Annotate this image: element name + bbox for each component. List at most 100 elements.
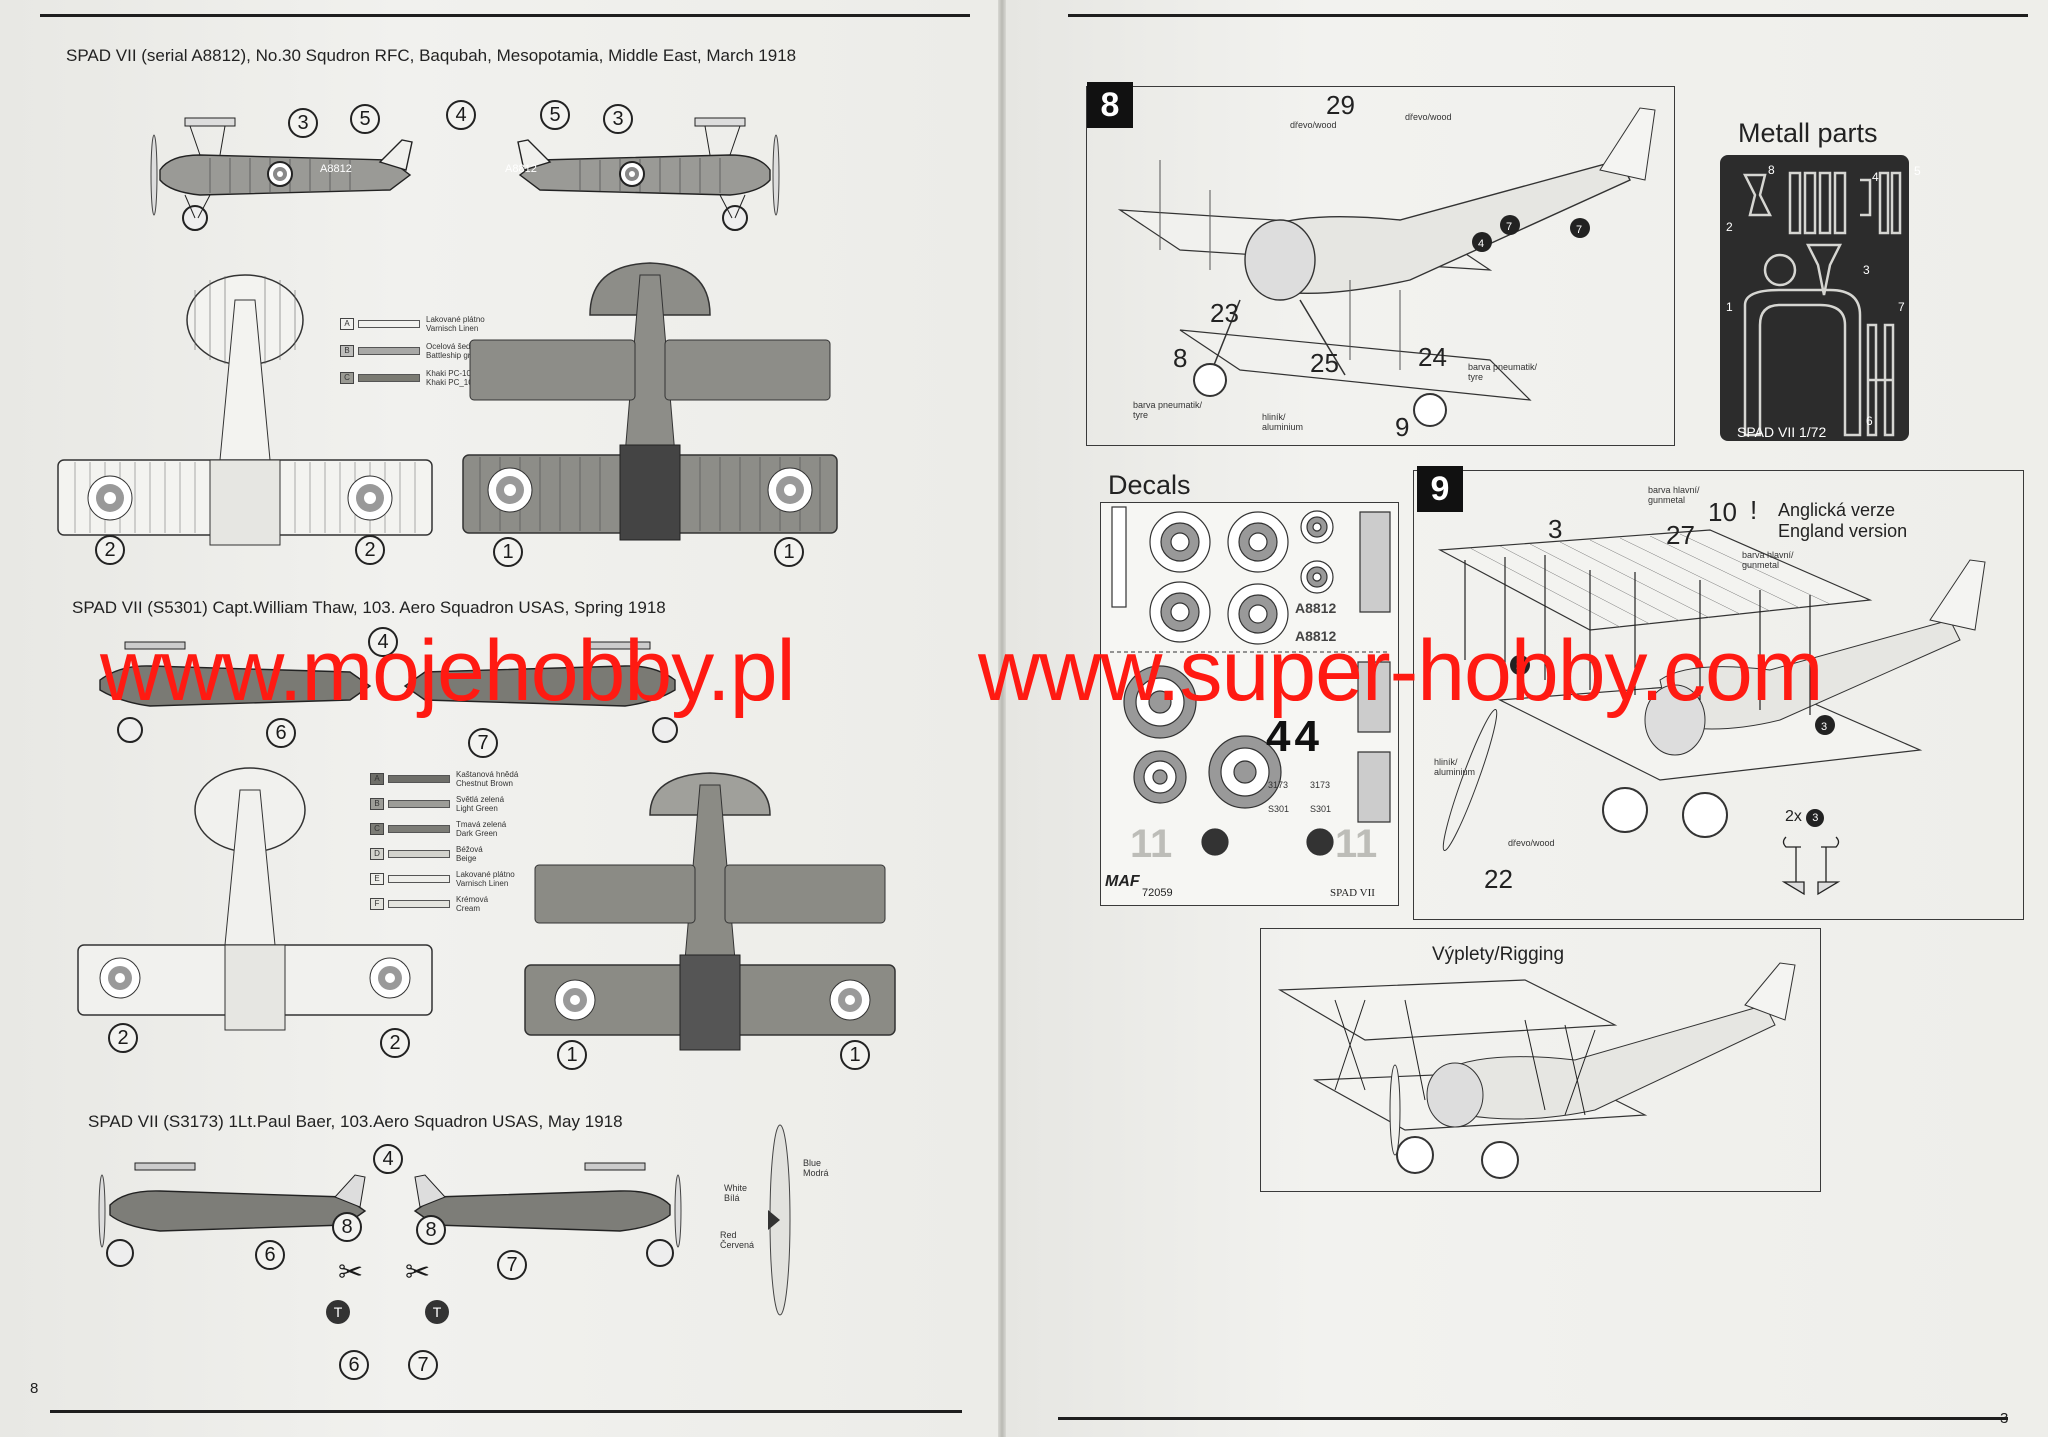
watermark-right: www.super-hobby.com: [978, 623, 1824, 719]
step8-part-23: 23: [1210, 298, 1239, 328]
rigging-panel: [1260, 928, 1821, 1192]
right-top-rule: [1068, 14, 2028, 17]
callout-6-s2: 6: [266, 718, 296, 748]
step8-note-tyre: barva pneumatik/ tyre: [1133, 400, 1203, 420]
svg-text:3: 3: [1821, 721, 1827, 733]
step8-note-tyre-2: barva pneumatik/ tyre: [1468, 362, 1538, 382]
watermark-left: www.mojehobby.pl: [100, 623, 796, 719]
callout-1-right: 1: [774, 537, 804, 567]
svg-text:7: 7: [1576, 224, 1582, 236]
callout-7-s3: 7: [497, 1250, 527, 1280]
step9-number: 9: [1417, 466, 1463, 512]
step8-note-wood: dřevo/wood: [1290, 120, 1337, 130]
svg-text:A8812: A8812: [505, 163, 537, 175]
plate-num-6: 6: [1866, 414, 1873, 428]
scheme1-side-right: A8812: [505, 117, 780, 231]
photo-etched-parts: [1742, 171, 1902, 437]
decal-catalog: 72059: [1142, 887, 1173, 899]
step9-multiplier-text: 2x: [1785, 808, 1802, 825]
step8-diagram: 4 7 7: [1117, 107, 1656, 427]
scissors-icon-2: ✂: [405, 1256, 431, 1289]
callout-8-s3-left: 8: [332, 1212, 362, 1242]
step9-note-gunmetal: barva hlavní/ gunmetal: [1648, 485, 1700, 505]
step8-part-24: 24: [1418, 342, 1447, 372]
plate-label: SPAD VII 1/72: [1737, 424, 1827, 440]
callout-6-s3: 6: [255, 1240, 285, 1270]
step9-multiplier: 2x 3: [1785, 808, 1825, 827]
scheme3-title: SPAD VII (S3173) 1Lt.Paul Baer, 103.Aero…: [88, 1112, 623, 1131]
decal-t-right: T: [425, 1300, 449, 1324]
callout-5b: 5: [540, 100, 570, 130]
plate-num-5: 5: [1914, 164, 1921, 178]
svg-text:4: 4: [1478, 238, 1484, 250]
decal-code-44: 44: [1266, 712, 1323, 761]
callout-7-decal: 7: [408, 1350, 438, 1380]
step8-number: 8: [1087, 82, 1133, 128]
callout-2-left: 2: [95, 535, 125, 565]
callout-4-s3: 4: [373, 1144, 403, 1174]
step8-note-wood-2: dřevo/wood: [1405, 112, 1452, 122]
callout-8-s3-right: 8: [416, 1215, 446, 1245]
step9-part-22: 22: [1484, 864, 1513, 894]
rigging-title: Výplety/Rigging: [1432, 944, 1565, 965]
step9-note-wood: dřevo/wood: [1508, 838, 1555, 848]
plate-num-2: 2: [1726, 220, 1733, 234]
callout-4: 4: [446, 100, 476, 130]
callout-5: 5: [350, 104, 380, 134]
step9-panel: [1413, 470, 2024, 920]
step9-note-aluminium: hliník/ aluminium: [1434, 757, 1476, 777]
plate-num-4: 4: [1872, 170, 1879, 184]
scheme2-bottom-view: [524, 772, 896, 1051]
prop-color-white: White Bílá: [724, 1183, 748, 1203]
scheme1-bottom-view: [462, 262, 838, 541]
step9-note-mark: !: [1750, 495, 1758, 525]
decal-sheet-art: [1110, 506, 1391, 856]
step8-panel: [1086, 86, 1675, 446]
prop-color-red: Red Červená: [720, 1230, 755, 1250]
svg-text:A8812: A8812: [320, 163, 352, 175]
plate-num-8: 8: [1768, 163, 1775, 177]
decal-code-a8812-2: A8812: [1295, 628, 1337, 644]
callout-1-s2-right: 1: [840, 1040, 870, 1070]
scheme2-top-view: [77, 767, 433, 1031]
step9-detail: [1781, 836, 1841, 896]
decal-code-11-2: 11: [1335, 822, 1378, 866]
callout-3b: 3: [603, 104, 633, 134]
decal-name: SPAD VII: [1330, 887, 1375, 899]
rigging-diagram: [1277, 962, 1796, 1179]
step9-english-version-line2: England version: [1778, 521, 1908, 541]
plate-num-7: 7: [1898, 300, 1905, 314]
svg-text:3: 3: [1516, 661, 1522, 673]
step9-part-3: 3: [1548, 514, 1563, 544]
decal-code-s301-2: S301: [1310, 804, 1332, 814]
callout-4-s2: 4: [368, 627, 398, 657]
step8-part-29: 29: [1326, 90, 1355, 120]
callout-2-s2-left: 2: [108, 1023, 138, 1053]
step8-part-25: 25: [1310, 348, 1339, 378]
left-page-number: 8: [30, 1380, 39, 1397]
decal-code-3173-1: 3173: [1268, 780, 1289, 790]
decal-code-s301-1: S301: [1268, 804, 1290, 814]
decal-t-left: T: [326, 1300, 350, 1324]
callout-1-left: 1: [493, 537, 523, 567]
scheme1-top-view: [57, 274, 433, 546]
callout-2-right: 2: [355, 535, 385, 565]
scheme1-title: SPAD VII (serial A8812), No.30 Squdron R…: [66, 46, 797, 65]
callout-1-s2-left: 1: [557, 1040, 587, 1070]
left-bottom-rule: [50, 1410, 962, 1413]
scheme3-side-left: [98, 1162, 367, 1267]
step8-part-8: 8: [1173, 343, 1188, 373]
scheme3-side-right: [413, 1162, 682, 1267]
right-page-number: 3: [2000, 1410, 2009, 1427]
prop-color-blue: Blue Modrá: [803, 1158, 829, 1178]
scissors-icon: ✂: [338, 1256, 364, 1289]
decal-code-11-1: 11: [1130, 822, 1173, 866]
scheme2-side-right: [403, 641, 678, 743]
step9-english-version-line1: Anglická verze: [1778, 500, 1896, 520]
scheme2-side-left: [99, 641, 372, 743]
scheme3-propeller: [768, 1124, 791, 1316]
decals-title: Decals: [1108, 470, 1191, 500]
right-bottom-rule: [1058, 1417, 2008, 1420]
scheme1-side-left: A8812: [150, 117, 413, 231]
decal-code-3173-2: 3173: [1310, 780, 1331, 790]
